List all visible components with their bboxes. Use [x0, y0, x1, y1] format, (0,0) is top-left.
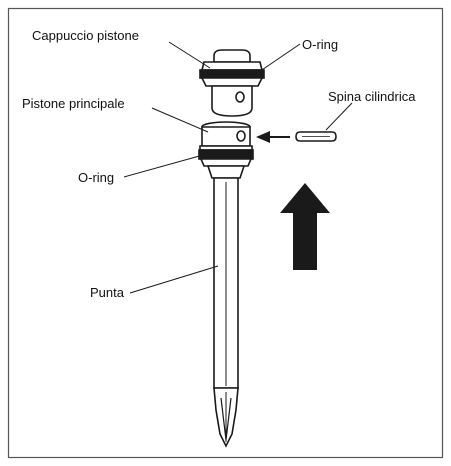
cylindrical-pin [296, 132, 336, 141]
label-piston-cap: Cappuccio pistone [32, 28, 139, 43]
left-arrow-icon [256, 131, 290, 143]
main-piston [199, 122, 253, 178]
leader-cylindrical-pin [326, 103, 352, 130]
label-main-piston: Pistone principale [22, 96, 125, 111]
label-tip: Punta [90, 285, 125, 300]
piston-cap [200, 50, 264, 116]
leader-oring-top [256, 44, 300, 74]
leader-tip [130, 266, 218, 293]
leader-oring-bottom [124, 155, 203, 177]
tip-shaft [214, 178, 238, 446]
leader-piston-cap [169, 42, 210, 68]
leader-main-piston [152, 108, 208, 132]
thick-up-arrow-icon [280, 183, 330, 270]
label-oring-bottom: O-ring [78, 170, 114, 185]
label-oring-top: O-ring [302, 37, 338, 52]
label-cylindrical-pin: Spina cilindrica [328, 89, 416, 104]
